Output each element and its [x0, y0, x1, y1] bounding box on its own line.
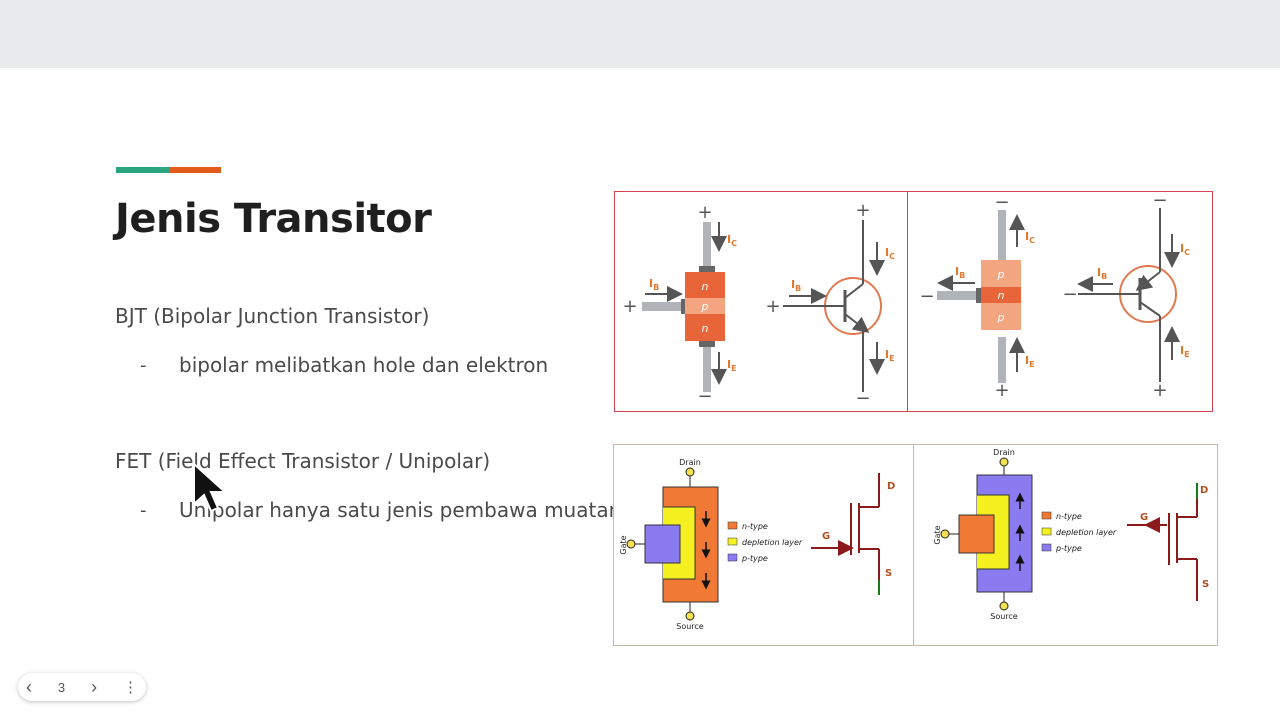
pnp-sym-ib: IB [1097, 266, 1107, 281]
pnp-symbol: − + − IC IB IE [1062, 190, 1190, 401]
more-options-button[interactable]: ⋮ [123, 678, 138, 696]
mouse-cursor-icon [193, 462, 228, 513]
slide: Jenis Transitor BJT (Bipolar Junction Tr… [0, 68, 1280, 720]
npn-sym-minus-bot: − [855, 388, 870, 409]
page-number: 3 [57, 679, 66, 695]
fet1-legend-p: p-type [741, 554, 768, 563]
pnp-layer-mid: n [998, 289, 1005, 302]
bjt-bullet-marker: - [140, 355, 147, 376]
pnp-sym-minus-top: − [1152, 192, 1167, 211]
pnp-ic-label: IC [1025, 230, 1035, 245]
accent-bar-orange [170, 167, 221, 173]
npn-plus-left: + [622, 296, 637, 317]
pnp-ie-label: IE [1025, 354, 1035, 369]
bjt-divider [907, 192, 908, 411]
slide-navigation: ‹ 3 › ⋮ [18, 673, 146, 701]
fet2-drain-label: Drain [993, 448, 1015, 457]
pnp-block: p n p − + − IC IB IE [919, 192, 1035, 401]
pnp-sym-ic: IC [1180, 242, 1190, 257]
chevron-right-icon: › [91, 676, 98, 697]
fet1-s-label: S [885, 568, 892, 579]
fet1-gate-label: Gate [619, 535, 628, 554]
p-channel-jfet: Drain Gate Source n-type depletion layer [933, 448, 1117, 621]
pnp-sym-minus-left: − [1062, 284, 1077, 305]
previous-slide-button[interactable]: ‹ [26, 677, 32, 698]
p-channel-symbol: D G S [1127, 483, 1209, 601]
bjt-bullet-text: bipolar melibatkan hole dan elektron [179, 353, 549, 377]
more-vert-icon: ⋮ [123, 679, 138, 696]
npn-minus-bot: − [697, 386, 712, 407]
npn-layer-top: n [702, 280, 709, 293]
npn-sym-plus-left: + [765, 296, 780, 317]
npn-plus-top: + [697, 202, 712, 223]
npn-ie-label: IE [727, 358, 737, 373]
n-channel-jfet: Drain Gate Source n-type depletion layer [619, 458, 803, 631]
npn-ic-label: IC [727, 233, 737, 248]
fet2-legend-depletion: depletion layer [1056, 528, 1117, 537]
fet2-g-label: G [1140, 512, 1148, 523]
npn-sym-ic: IC [885, 246, 895, 261]
top-bar [0, 0, 1280, 68]
fet2-d-label: D [1200, 485, 1208, 496]
npn-symbol: + − + IC IB IE [765, 200, 895, 409]
fet-heading: FET (Field Effect Transistor / Unipolar) [115, 449, 491, 473]
fet1-legend-n: n-type [742, 522, 768, 531]
fet1-legend-depletion: depletion layer [742, 538, 803, 547]
npn-block: n p n + − + IC IB IE [622, 202, 737, 407]
pnp-minus-left: − [919, 286, 934, 307]
bjt-heading: BJT (Bipolar Junction Transistor) [115, 304, 430, 328]
pnp-ib-label: IB [955, 265, 965, 280]
fet-diagram-svg: Drain Gate Source n-type depletion layer [619, 448, 1209, 631]
npn-layer-mid: p [701, 300, 709, 313]
pnp-plus-bot: + [994, 380, 1009, 401]
fet-bullet-text: Unipolar hanya satu jenis pembawa muatan [179, 498, 622, 522]
pnp-sym-plus-bot: + [1152, 380, 1167, 401]
fet1-source-label: Source [676, 622, 704, 631]
bjt-diagram-svg: n p n + − + IC IB IE [622, 190, 1190, 409]
pnp-layer-bot: p [997, 311, 1005, 324]
accent-bar-green [116, 167, 170, 173]
npn-sym-plus-top: + [855, 200, 870, 221]
fet-diagram: Drain Gate Source n-type depletion layer [613, 444, 1218, 646]
fet2-source-label: Source [990, 612, 1018, 621]
fet-bullet-marker: - [140, 500, 147, 521]
chevron-left-icon: ‹ [26, 676, 32, 697]
slide-title: Jenis Transitor [115, 196, 432, 242]
fet1-drain-label: Drain [679, 458, 701, 467]
npn-layer-bot: n [702, 322, 709, 335]
npn-sym-ie: IE [885, 348, 895, 363]
next-slide-button[interactable]: › [91, 677, 97, 698]
fet2-legend-n: n-type [1056, 512, 1082, 521]
pnp-layer-top: p [997, 268, 1005, 281]
fet1-g-label: G [822, 531, 830, 542]
fet2-legend-p: p-type [1055, 544, 1082, 553]
npn-sym-ib: IB [791, 278, 801, 293]
n-channel-symbol: D G S [811, 473, 895, 595]
fet1-d-label: D [887, 481, 895, 492]
npn-ib-label: IB [649, 277, 659, 292]
fet2-s-label: S [1202, 579, 1209, 590]
pnp-sym-ie: IE [1180, 344, 1190, 359]
fet2-gate-label: Gate [933, 525, 942, 544]
pnp-minus-top: − [994, 192, 1009, 213]
bjt-diagram: n p n + − + IC IB IE [614, 190, 1213, 412]
fet-divider [913, 445, 914, 645]
